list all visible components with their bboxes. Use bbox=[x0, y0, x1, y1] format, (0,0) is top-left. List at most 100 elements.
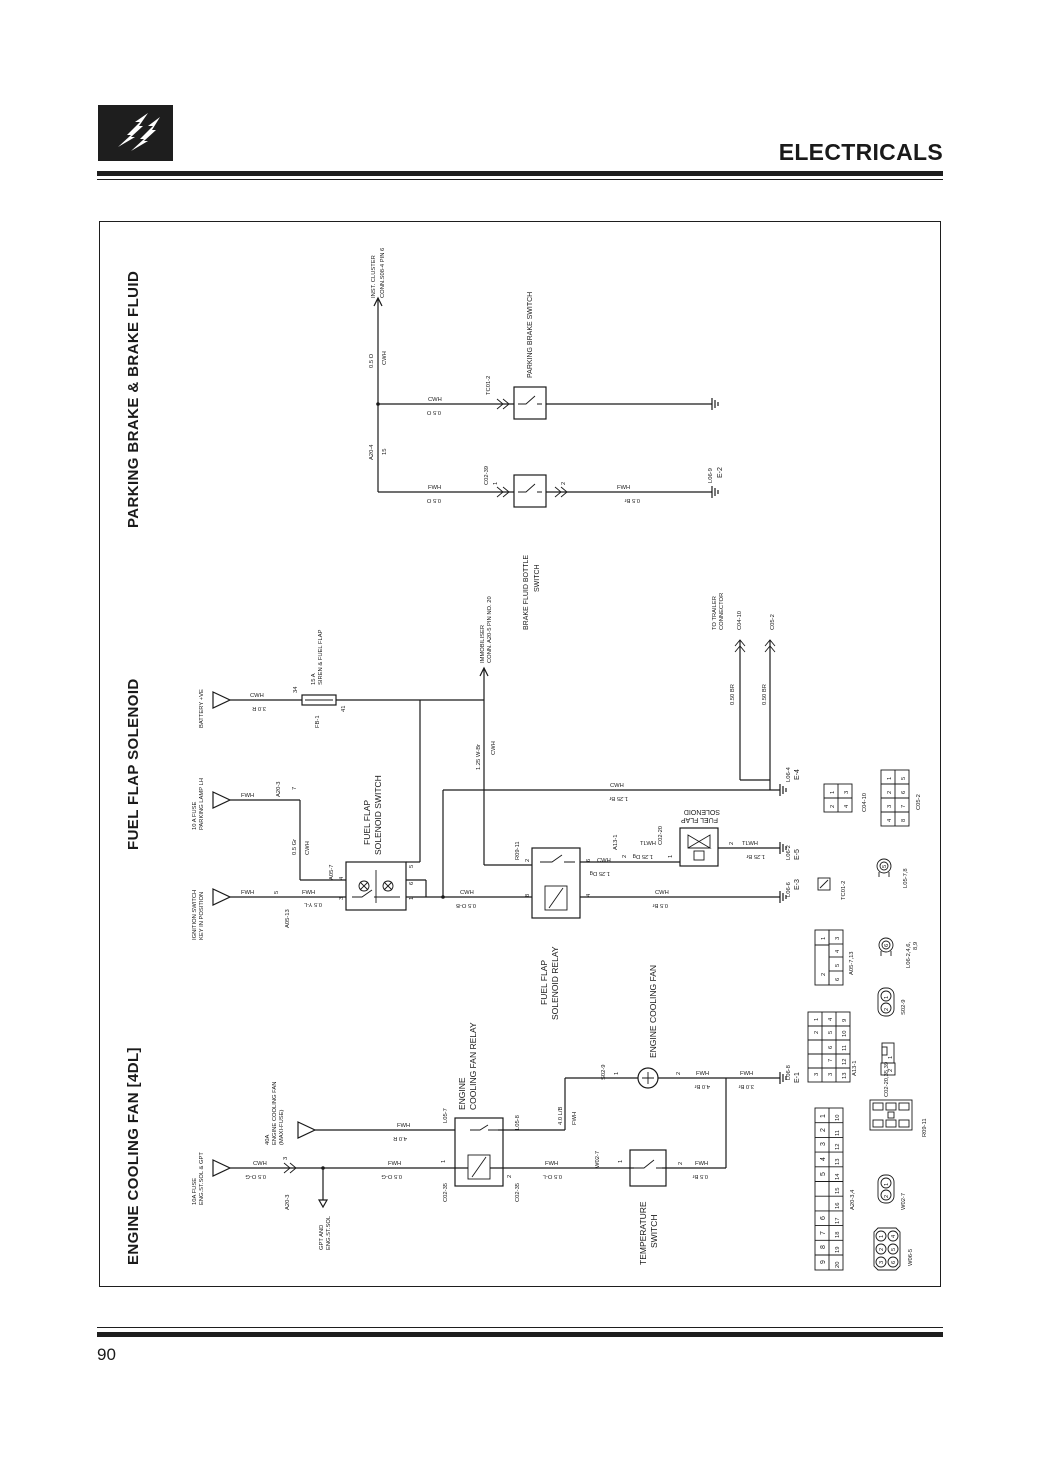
wire-label: 1.25 Dg bbox=[590, 870, 610, 876]
label-fuse-10a-2: ENG.ST.SOL & GPT bbox=[199, 1152, 205, 1205]
connector-c02: 1 2 bbox=[880, 1042, 896, 1076]
pin-number: 2 bbox=[888, 1069, 894, 1072]
connector-label: L06-9 bbox=[708, 468, 714, 483]
pin-number: 6 bbox=[901, 791, 907, 794]
footer-rule-thick bbox=[97, 1332, 943, 1337]
connector-label: R09-11 bbox=[515, 841, 521, 860]
label-ff-relay-2: SOLENOID RELAY bbox=[550, 946, 560, 1020]
pin-number: 7 bbox=[828, 1059, 834, 1062]
page-title: ELECTRICALS bbox=[778, 139, 943, 165]
pin-number: 2 bbox=[879, 1248, 885, 1251]
label-fuse-parking-2: PARKING LAMP LH bbox=[199, 778, 205, 830]
connector-w02-7: 2 1 bbox=[877, 1174, 895, 1204]
pin-number: 9 bbox=[842, 1019, 848, 1022]
connector-a05: 1 2 6 5 4 3 bbox=[814, 929, 844, 986]
diagram-frame bbox=[99, 221, 941, 1287]
pin-number: 5 bbox=[835, 964, 841, 967]
wire-label: 0.50 BR bbox=[762, 684, 768, 705]
pin-number: 1 bbox=[884, 996, 890, 999]
lightning-bolt-icon bbox=[118, 113, 160, 151]
pin-number: 3 bbox=[879, 1261, 885, 1264]
fuse-terminal-icon bbox=[212, 1159, 232, 1177]
label-battery: BATTERY +VE bbox=[199, 689, 205, 728]
label-ff-switch: FUEL FLAP bbox=[362, 800, 372, 845]
ground-label: E-2 bbox=[717, 467, 724, 478]
pin-number: 13 bbox=[842, 1073, 848, 1079]
wire-label: FWH bbox=[545, 1161, 558, 1167]
section-title-fuel-flap-solenoid: FUEL FLAP SOLENOID bbox=[125, 678, 142, 850]
connector-l05: 5 bbox=[876, 858, 892, 877]
pin-label: 1 bbox=[668, 855, 674, 858]
pin-label: 1 bbox=[614, 1072, 620, 1075]
ignition-terminal-icon bbox=[212, 888, 232, 906]
pin-label: 6 bbox=[409, 882, 415, 885]
pin-label: 5 bbox=[409, 865, 415, 868]
connector-c04-10: 2 1 4 3 bbox=[823, 783, 853, 813]
wire-label: 0.5 Y-L bbox=[303, 901, 322, 907]
section-title-parking-brake: PARKING BRAKE & BRAKE FLUID bbox=[125, 271, 142, 528]
pin-number: 10 bbox=[835, 1115, 841, 1121]
pin-number: 4 bbox=[844, 804, 850, 808]
connector-label: A05-13 bbox=[285, 909, 291, 928]
label-fuse-40a: 40A bbox=[265, 1135, 271, 1145]
pin-label: 7 bbox=[292, 787, 298, 790]
pin-label: 2 bbox=[507, 1175, 513, 1178]
parking-lamp-fuse-terminal-icon bbox=[212, 791, 232, 809]
pin-label: 4 bbox=[339, 876, 345, 880]
pin-number: 2 bbox=[814, 1031, 820, 1034]
pin-number: 5 bbox=[828, 1031, 834, 1034]
wire-label: 0.5 O bbox=[426, 497, 441, 503]
label-trailer-2: CONNECTOR bbox=[719, 593, 725, 630]
pin-number: 2 bbox=[884, 1195, 890, 1198]
ground-label: E-4 bbox=[794, 769, 801, 780]
wire-label: 0.5 Br bbox=[692, 1173, 708, 1179]
maxi-fuse-terminal-icon bbox=[297, 1121, 317, 1139]
legend-label: C05-2 bbox=[916, 794, 922, 810]
pin-label: 4 bbox=[586, 893, 592, 897]
brake-fluid-switch bbox=[513, 474, 547, 508]
connector-label: L06-6 bbox=[786, 882, 792, 897]
label-ecf-motor: ENGINE COOLING FAN bbox=[648, 965, 658, 1058]
label-immobiliser: IMMOBILISER bbox=[480, 625, 486, 663]
legend-label: W06-5 bbox=[908, 1249, 914, 1266]
wire-label: CWH bbox=[305, 841, 311, 855]
connector-label: FB-1 bbox=[315, 715, 321, 728]
legend-label: C02-20,35,39 bbox=[884, 1062, 890, 1097]
wire-label: TLWH bbox=[640, 841, 656, 847]
legend-label: A13-1 bbox=[852, 1061, 858, 1076]
legend-label: W02-7 bbox=[901, 1193, 907, 1210]
connector-a20-3-4: 9 8 7 6 5 4 3 2 1 20 19 18 17 16 15 14 1… bbox=[814, 1107, 844, 1271]
pin-number: 5 bbox=[901, 777, 907, 780]
legend-label: S02-9 bbox=[901, 1000, 907, 1015]
wire-label: CWH bbox=[250, 693, 264, 699]
label-fuse-15a: 15 A bbox=[311, 673, 317, 685]
legend-label: L05-7,8 bbox=[903, 868, 909, 888]
header-rule-thick bbox=[97, 171, 943, 176]
pin-number: 4 bbox=[835, 949, 841, 953]
wire-label: 4.0 L/B bbox=[558, 1106, 564, 1125]
wire-label: 0.5 Gr bbox=[292, 839, 298, 855]
pin-label: 6 bbox=[586, 859, 592, 862]
pin-number: 1 bbox=[830, 791, 836, 794]
connector-label: L06-2 bbox=[786, 845, 792, 860]
wire-label: 0.5 O-B bbox=[456, 902, 476, 908]
parking-brake-circuit: INST. CLUSTER CONN.S08-4 PIN 6 0.5 O CWH… bbox=[369, 248, 724, 630]
pin-number: 4 bbox=[891, 1234, 897, 1238]
pin-label: 2 bbox=[729, 842, 735, 845]
wire-label: FWH bbox=[695, 1161, 708, 1167]
pin-number: 6 bbox=[828, 1046, 834, 1049]
pin-number: 6 bbox=[884, 944, 890, 947]
wire-label: FWH bbox=[397, 1123, 410, 1129]
pin-number: 16 bbox=[835, 1203, 841, 1209]
connector-label: L05-7 bbox=[443, 1108, 449, 1123]
connector-label: TC01-2 bbox=[486, 376, 492, 395]
label-ignition-switch-2: KEY IN POSITION bbox=[199, 892, 205, 940]
connector-label: L05-8 bbox=[515, 1115, 521, 1130]
connector-c05-2: 4 3 2 1 8 7 6 5 bbox=[880, 769, 910, 827]
wire-label: CWH bbox=[253, 1161, 267, 1167]
wire-label: 0.5 O bbox=[369, 353, 375, 368]
wire-label: CWH bbox=[460, 890, 474, 896]
footer-rule-thin bbox=[97, 1327, 943, 1328]
connector-label: C02-39 bbox=[484, 466, 490, 485]
pin-number: 7 bbox=[820, 1231, 827, 1235]
